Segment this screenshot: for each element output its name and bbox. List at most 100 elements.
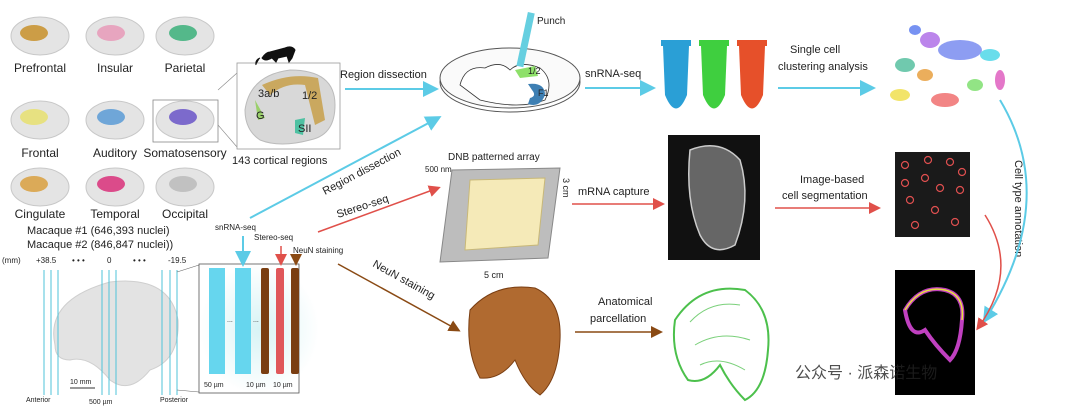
snrna-slab-2 — [235, 268, 251, 374]
macaque-icon — [255, 46, 296, 66]
array-title: DNB patterned array — [448, 152, 540, 163]
brain-frontal: Frontal — [10, 100, 70, 160]
zoom-labels: 3a/b 1/2 G SII — [256, 88, 317, 135]
neun-stained-section — [468, 286, 561, 396]
cell-mark — [910, 220, 920, 230]
tube — [661, 40, 691, 109]
segmentation-image — [895, 152, 970, 237]
cell-mark — [945, 157, 955, 167]
cell-mark — [950, 217, 960, 227]
brain-label: Frontal — [21, 146, 58, 160]
annotation-arrow-cyan — [982, 99, 1028, 324]
cell-mark — [955, 185, 965, 195]
watermark: 公众号 · 派森诺生物 — [795, 364, 937, 382]
dish-label-2: F1 — [538, 88, 549, 98]
cell-mark — [957, 167, 967, 177]
axis-dots-1: • • • — [72, 256, 85, 265]
tube — [737, 40, 767, 109]
ellipsis-2: ... — [253, 317, 259, 324]
brain-label: Somatosensory — [143, 146, 226, 160]
parcellation-map — [672, 287, 770, 402]
axis-start: +38.5 — [36, 256, 57, 265]
array-width: 5 cm — [484, 270, 504, 280]
cell-mark — [935, 183, 945, 193]
svg-text:3a/b: 3a/b — [258, 88, 279, 100]
axis-unit: (mm) — [2, 256, 21, 265]
section-lines — [43, 270, 178, 395]
neun-label: NeuN staining — [371, 258, 437, 302]
snrna-seq-label: snRNA-seq — [585, 68, 641, 80]
tubes — [661, 40, 767, 109]
segmentation-label-1: Image-based — [800, 174, 864, 186]
stereo-seq-label: Stereo-seq — [335, 193, 390, 221]
anterior-label: Anterior — [26, 397, 51, 404]
dnb-array: DNB patterned array 500 nm 3 cm 5 cm — [425, 152, 571, 280]
width-50um: 50 µm — [204, 382, 224, 389]
brain-label: Prefrontal — [14, 61, 66, 75]
annotation-arrow-red — [976, 214, 1002, 331]
petri-dish: Punch 1/2 F1 — [439, 11, 581, 113]
cell-mark — [905, 195, 915, 205]
cortical-regions-caption: 143 cortical regions — [232, 155, 328, 167]
stereo-slab — [276, 268, 284, 374]
slab-stereo-label: Stereo-seq — [254, 233, 293, 242]
neun-arrow — [337, 263, 461, 332]
cluster-plot — [890, 25, 1005, 107]
parcellation-label-1: Anatomical — [598, 296, 652, 308]
neun-slab-2 — [291, 268, 299, 374]
brain-somatosensory: Somatosensory — [143, 100, 227, 160]
punch-label: Punch — [537, 16, 565, 27]
parcellation-label-2: parcellation — [590, 313, 646, 325]
cell-mark — [930, 205, 940, 215]
posterior-label: Posterior — [160, 397, 189, 404]
array-height: 3 cm — [561, 178, 571, 198]
clustering-label-2: clustering analysis — [778, 61, 868, 73]
scale-mm: 10 mm — [70, 379, 92, 386]
brain-label: Temporal — [90, 207, 139, 221]
sample-2: Macaque #2 (846,847 nuclei)) — [27, 239, 173, 251]
cell-type-annotation-label: Cell type annotation — [1012, 160, 1024, 257]
segmented-cells — [900, 155, 967, 230]
dish-label-1: 1/2 — [528, 66, 541, 76]
region-dissection-diag-label: Region dissection — [321, 146, 403, 197]
brain-label: Occipital — [162, 207, 208, 221]
brain-parietal: Parietal — [155, 16, 215, 75]
axis-dots-2: • • • — [133, 256, 146, 265]
brain-auditory: Auditory — [85, 100, 145, 160]
brain-label: Cingulate — [15, 207, 66, 221]
clustering-label-1: Single cell — [790, 44, 840, 56]
mrna-capture-label: mRNA capture — [578, 186, 650, 198]
cell-mark — [923, 155, 933, 165]
neun-slab-1 — [261, 268, 269, 374]
brain-label: Insular — [97, 61, 133, 75]
svg-text:G: G — [256, 110, 265, 122]
svg-text:SII: SII — [298, 123, 311, 135]
scale-um: 500 µm — [89, 399, 113, 406]
ellipsis-1: ... — [227, 317, 233, 324]
cell-mark — [900, 160, 910, 170]
width-10um-2: 10 µm — [273, 382, 293, 389]
sample-1: Macaque #1 (646,393 nuclei) — [27, 225, 169, 237]
ap-axis: (mm) +38.5 • • • 0 • • • -19.5 — [2, 256, 187, 265]
segmentation-label-2: cell segmentation — [782, 190, 868, 202]
punch-tool — [516, 11, 535, 68]
stereo-seq-arrow — [317, 185, 441, 233]
cell-mark — [900, 178, 910, 188]
array-pitch: 500 nm — [425, 165, 452, 174]
brain-label: Parietal — [165, 61, 206, 75]
tube — [699, 40, 729, 109]
brain-label: Auditory — [93, 146, 137, 160]
slab-neun-label: NeuN staining — [293, 246, 343, 255]
brain-cingulate: Cingulate — [10, 167, 70, 221]
svg-text:1/2: 1/2 — [302, 90, 317, 102]
axis-end: -19.5 — [168, 256, 187, 265]
brain-temporal: Temporal — [85, 167, 145, 221]
brain-occipital: Occipital — [155, 167, 215, 221]
brain-insular: Insular — [85, 16, 145, 75]
axis-mid: 0 — [107, 256, 112, 265]
width-10um-1: 10 µm — [246, 382, 266, 389]
cell-mark — [920, 173, 930, 183]
